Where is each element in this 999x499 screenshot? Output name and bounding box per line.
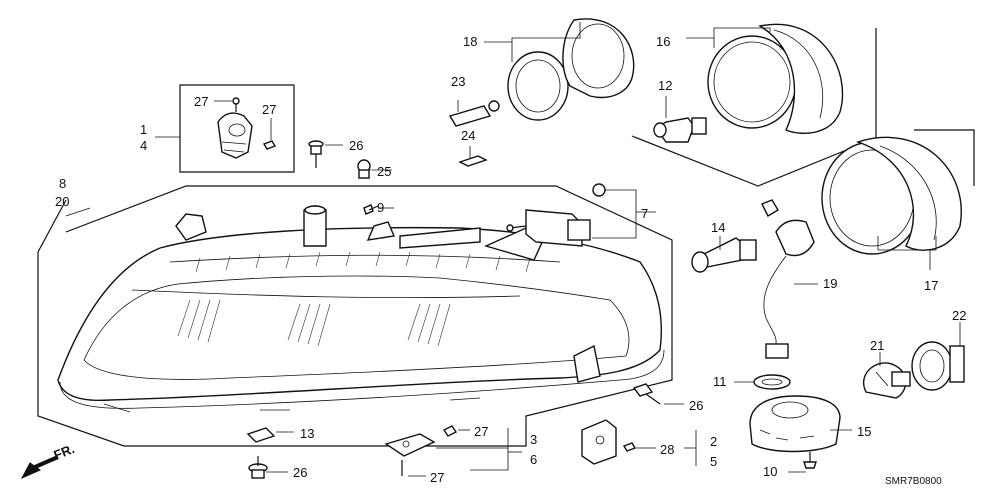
part-group-17-box [914, 129, 975, 186]
callout-27c: 27 [474, 424, 488, 439]
callout-15: 15 [857, 424, 871, 439]
bulb-24 [458, 155, 488, 167]
screw-10 [803, 452, 817, 469]
callout-13: 13 [300, 426, 314, 441]
clip-13 [246, 427, 276, 443]
bulb-21 [863, 362, 911, 399]
bracket-3-6 [384, 425, 458, 476]
bulb-cover-17 [821, 136, 962, 255]
callout-4: 4 [140, 138, 147, 153]
callout-19: 19 [823, 276, 837, 291]
bracket-2-5 [581, 419, 637, 465]
callout-14: 14 [711, 220, 725, 235]
callout-17: 17 [924, 278, 938, 293]
callout-27-top: 27 [194, 94, 208, 109]
callout-27d: 27 [430, 470, 444, 485]
callout-8: 8 [59, 176, 66, 191]
callout-12: 12 [658, 78, 672, 93]
front-direction-arrow-icon [20, 455, 59, 480]
bolt-26-right [632, 383, 661, 405]
callout-23: 23 [451, 74, 465, 89]
callout-11: 11 [713, 374, 727, 389]
cover-18 [507, 18, 635, 121]
leader-18 [511, 22, 581, 62]
callout-26-right: 26 [689, 398, 703, 413]
callout-10: 10 [763, 464, 777, 479]
headlight-assembly-box [37, 185, 673, 447]
headlight-housing [57, 205, 665, 413]
socket-22 [911, 341, 965, 391]
ballast-15 [749, 395, 841, 453]
diagram-code: SMR7B0800 [885, 476, 942, 487]
callout-16: 16 [656, 34, 670, 49]
callout-18: 18 [463, 34, 477, 49]
bulb-cover-16 [707, 23, 844, 135]
bolt-26-bottom [248, 456, 268, 479]
direction-label: FR. [52, 441, 77, 463]
leader-3-6 [436, 428, 509, 471]
callout-24: 24 [461, 128, 475, 143]
leader-2-5 [684, 430, 697, 466]
bolt-26-upper [308, 140, 324, 168]
leveling-motor-7 [506, 183, 606, 247]
callout-7: 7 [641, 206, 648, 221]
callout-5: 5 [710, 454, 717, 469]
bulb-23 [448, 100, 500, 127]
leader-7 [592, 189, 637, 239]
bulb-12 [653, 117, 707, 143]
callout-28: 28 [660, 442, 674, 457]
part-group-1-4 [179, 84, 295, 173]
callout-3: 3 [530, 432, 537, 447]
callout-25: 25 [377, 164, 391, 179]
callout-2: 2 [710, 434, 717, 449]
callout-20: 20 [55, 194, 69, 209]
bulb-14 [691, 237, 757, 273]
ring-11 [753, 374, 791, 390]
callout-26-upper: 26 [349, 138, 363, 153]
callout-26-bottom: 26 [293, 465, 307, 480]
callout-21: 21 [870, 338, 884, 353]
leader-17 [877, 236, 937, 251]
socket-harness-19 [761, 199, 815, 359]
part-group-16-12-box [631, 28, 877, 187]
callout-6: 6 [530, 452, 537, 467]
callout-22: 22 [952, 308, 966, 323]
callout-1: 1 [140, 122, 147, 137]
clip-25 [357, 159, 371, 179]
callout-9: 9 [377, 200, 384, 215]
callout-27-right: 27 [262, 102, 276, 117]
leader-8-20 [65, 207, 91, 217]
screw-9 [363, 204, 379, 215]
